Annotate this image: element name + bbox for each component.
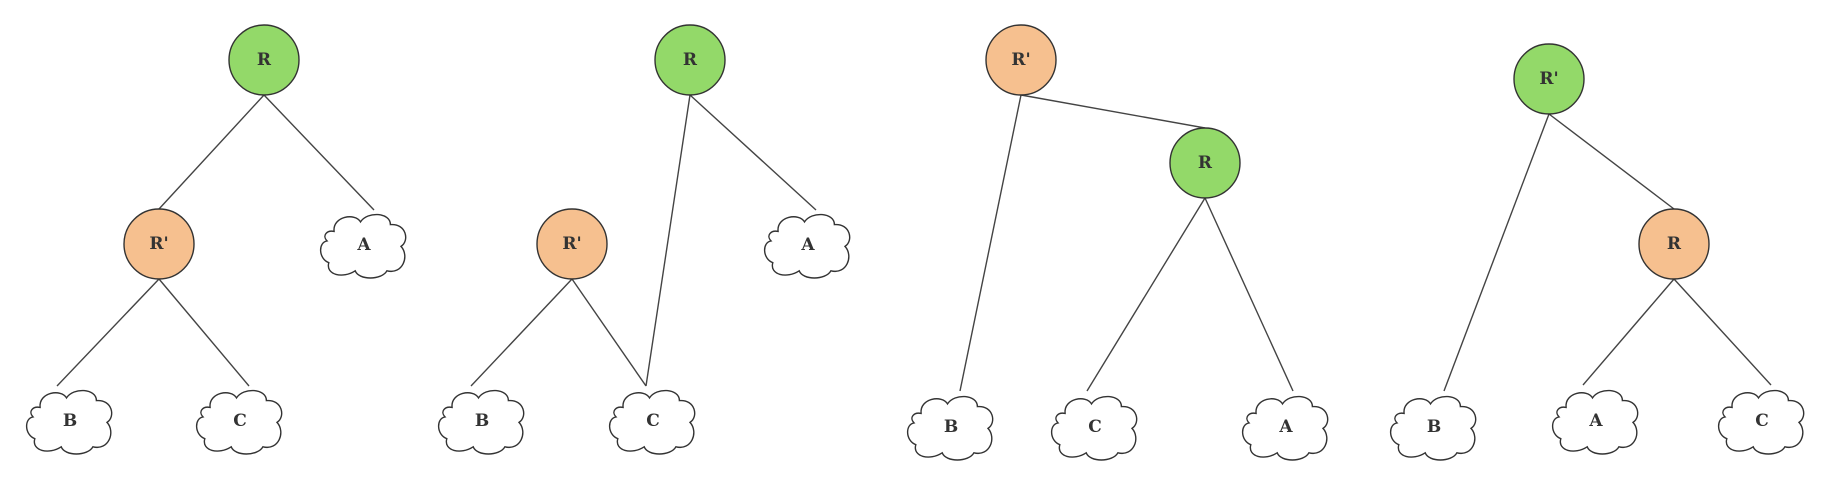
rotated-node-circle (985, 24, 1057, 96)
tree-3-node-R: R (1169, 127, 1241, 199)
rotated-node-circle (1638, 208, 1710, 280)
tree-4-edge-Rp-B (1443, 113, 1550, 392)
subtree-cloud-shape (195, 389, 283, 455)
root-node-circle (1513, 43, 1585, 115)
tree-4-edge-Rp-R (1548, 113, 1675, 210)
tree-1-node-B: B (25, 389, 113, 455)
tree-2-node-A: A (763, 213, 851, 279)
tree-4-edge-R-C (1673, 278, 1772, 386)
tree-2-node-C: C (608, 389, 696, 455)
tree-4-node-B: B (1389, 395, 1477, 461)
rotated-node-circle (536, 208, 608, 280)
tree-1-edge-R-Rp (158, 94, 265, 210)
node-label: R (1198, 153, 1213, 173)
tree-1-node-C: C (195, 389, 283, 455)
tree-2-edge-R-C (645, 94, 691, 387)
node-label: B (944, 417, 958, 437)
node-label: R (1667, 234, 1682, 254)
tree-3-node-Rp: R' (985, 24, 1057, 96)
subtree-cloud-shape (906, 395, 994, 461)
tree-3-edge-R-A (1204, 197, 1294, 392)
tree-2-node-B: B (437, 389, 525, 455)
root-node-circle (1169, 127, 1241, 199)
tree-3-node-B: B (906, 395, 994, 461)
node-label: R' (562, 234, 581, 254)
node-label: R (257, 50, 272, 70)
tree-1-node-Rp: R' (123, 208, 195, 280)
tree-2-node-Rp: R' (536, 208, 608, 280)
edges-layer (56, 94, 1772, 392)
tree-3-edge-Rp-B (959, 94, 1022, 392)
tree-1-node-A: A (319, 213, 407, 279)
node-label: B (63, 411, 77, 431)
subtree-cloud-shape (1241, 395, 1329, 461)
subtree-cloud-shape (1551, 389, 1639, 455)
tree-1-node-R: R (228, 24, 300, 96)
tree-2-edge-Rp-B (470, 278, 573, 387)
node-label: A (356, 235, 371, 255)
tree-1-edge-Rp-C (158, 278, 250, 387)
tree-4-node-R: R (1638, 208, 1710, 280)
subtree-cloud-shape (1389, 395, 1477, 461)
node-label: A (1278, 417, 1293, 437)
subtree-cloud-shape (319, 213, 407, 279)
tree-2-edge-R-A (689, 94, 817, 211)
node-label: C (1088, 417, 1102, 437)
tree-3-edge-R-C (1086, 197, 1206, 392)
node-label: A (1588, 411, 1603, 431)
tree-3-edge-Rp-R (1020, 94, 1206, 129)
tree-2-edge-Rp-C (571, 278, 647, 387)
subtree-cloud-shape (1050, 395, 1138, 461)
node-label: A (800, 235, 815, 255)
node-label: C (1755, 411, 1769, 431)
node-label: B (1427, 417, 1441, 437)
subtree-cloud-shape (763, 213, 851, 279)
tree-1-edge-Rp-B (56, 278, 160, 387)
subtree-cloud-shape (437, 389, 525, 455)
root-node-circle (228, 24, 300, 96)
tree-4-node-Rp: R' (1513, 43, 1585, 115)
node-label: R' (1539, 69, 1558, 89)
nodes-layer: R R' A B C R R' A B C R' R B C A R' R B A C (25, 24, 1805, 461)
root-node-circle (654, 24, 726, 96)
rotated-node-circle (123, 208, 195, 280)
node-label: R (683, 50, 698, 70)
tree-2-node-R: R (654, 24, 726, 96)
subtree-cloud-shape (25, 389, 113, 455)
tree-1-edge-R-A (263, 94, 375, 211)
tree-4-node-A: A (1551, 389, 1639, 455)
tree-3-node-C: C (1050, 395, 1138, 461)
node-label: C (646, 411, 660, 431)
tree-3-node-A: A (1241, 395, 1329, 461)
node-label: R' (149, 234, 168, 254)
subtree-cloud-shape (1717, 389, 1805, 455)
node-label: B (475, 411, 489, 431)
node-label: C (233, 411, 247, 431)
subtree-cloud-shape (608, 389, 696, 455)
tree-4-edge-R-A (1582, 278, 1675, 386)
tree-4-node-C: C (1717, 389, 1805, 455)
node-label: R' (1011, 50, 1030, 70)
